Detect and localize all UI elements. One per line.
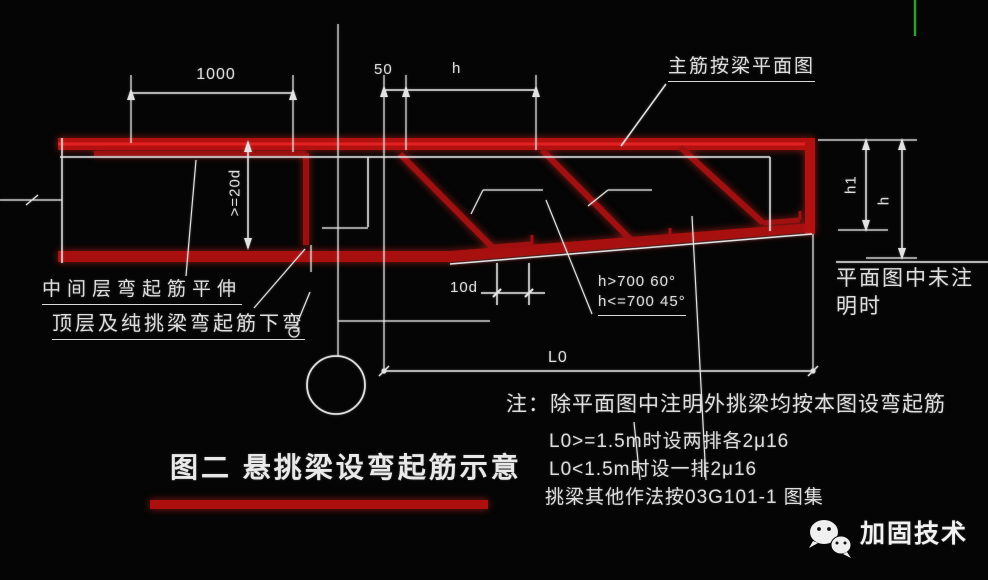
general-note-line1: 注：除平面图中注明外挑梁均按本图设弯起筋: [506, 393, 946, 416]
top-floor-leader-2: [295, 291, 311, 327]
figure-title: 图二 悬挑梁设弯起筋示意: [170, 452, 522, 483]
dim-20d-label: >=20d: [226, 168, 244, 217]
beam-left-break-tick: [25, 194, 39, 206]
beam-bottom-left-edge: [58, 251, 450, 262]
dim-1000-arrow-right: [289, 88, 297, 100]
dim-10d-tick-left: [492, 288, 502, 298]
diagonal-callout-1-elbow: [470, 189, 484, 215]
dim-20d-arrow-bottom: [244, 238, 252, 250]
general-note-line3: L0<1.5m时设一排2μ16: [549, 459, 758, 480]
title-underline-bar: [150, 500, 488, 509]
bent-bar-foot-2: [630, 234, 671, 243]
bent-bar-horizontal-run: [94, 151, 306, 156]
mid-floor-callout: 中间层弯起筋平伸: [42, 279, 243, 305]
unnoted-callout-line1: 平面图中未注: [836, 267, 974, 290]
watermark-label: 加固技术: [860, 520, 969, 548]
dim-50-arrow-right: [402, 85, 410, 97]
bend-angle-line2: h<=700 45°: [598, 293, 686, 311]
general-note-line2: L0>=1.5m时设两排各2μ16: [549, 431, 790, 452]
dim-1000-label: 1000: [196, 66, 236, 83]
top-floor-callout: 顶层及纯挑梁弯起筋下弯: [52, 313, 305, 340]
bent-bar-diagonal-3: [677, 144, 766, 226]
bent-bar-foot-3: [762, 217, 801, 226]
mid-floor-leader: [185, 159, 197, 277]
dim-h-right-arrow-top: [898, 138, 906, 150]
dim-h-top-label: h: [452, 60, 462, 77]
dim-h1-arrow-bottom: [862, 220, 870, 232]
dim-h-right-arrow-bottom: [898, 248, 906, 260]
diagonal-callout-2-elbow: [587, 189, 609, 207]
dim-50-label: 50: [374, 61, 393, 78]
grid-bubble: [306, 355, 366, 415]
bend-angle-note: h>700 60° h<=700 45°: [598, 272, 686, 316]
white-linework: [0, 24, 988, 481]
dim-h-right-label: h: [875, 195, 893, 206]
top-floor-leader: [253, 248, 306, 309]
dim-L0-label: L0: [548, 349, 568, 366]
leader-curl: [288, 326, 300, 338]
beam-taper-edge: [450, 223, 812, 262]
angle-note-leader: [545, 199, 593, 315]
dim-L0-tick-right: [807, 365, 819, 377]
dim-1000-arrow-left: [127, 88, 135, 100]
unnoted-callout-line2: 明时: [836, 295, 882, 318]
dim-h1-arrow-top: [862, 138, 870, 150]
bent-bar-diagonal-1: [397, 151, 495, 250]
dim-50-arrow-left: [380, 85, 388, 97]
dim-10d-tick-right: [524, 288, 534, 298]
dim-20d-arrow-top: [244, 140, 252, 152]
general-note-line4: 挑梁其他作法按03G101-1 图集: [545, 487, 824, 508]
wechat-icon: [809, 520, 852, 558]
note-leader-2: [633, 421, 641, 481]
beam-tip-face: [805, 138, 815, 234]
main-bar-leader: [620, 83, 667, 147]
bend-angle-line1: h>700 60°: [598, 273, 676, 290]
bent-bar-foot-1: [491, 241, 533, 250]
main-bar-callout: 主筋按梁平面图: [668, 56, 816, 82]
dim-L0-tick-left: [378, 365, 390, 377]
note-leader-1: [691, 215, 707, 481]
dim-h-arrow-right: [532, 85, 540, 97]
dim-h1-label: h1: [842, 175, 860, 194]
beam-taper-white-line: [449, 233, 813, 265]
dim-10d-label: 10d: [450, 279, 479, 296]
bent-bar-vertical-anchorage: [303, 153, 309, 245]
bent-bar-diagonal-2: [539, 147, 634, 243]
